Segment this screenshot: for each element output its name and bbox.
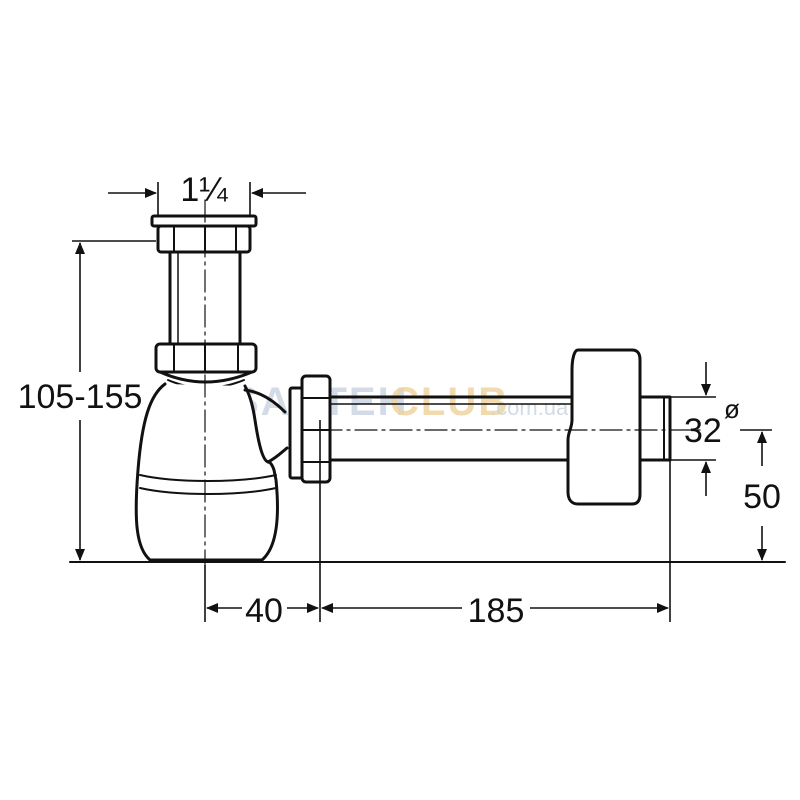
middle-nut xyxy=(154,342,258,389)
watermark-part3: .com.ua xyxy=(490,395,569,420)
wall-rosette xyxy=(566,348,642,506)
watermark-part2: CLUB xyxy=(390,380,509,424)
dim-inlet-thread: 1¼ xyxy=(180,171,228,209)
diameter-symbol: ø xyxy=(724,394,740,424)
vertical-tube xyxy=(168,250,242,348)
dim-outlet-length: 185 xyxy=(468,592,525,630)
side-union-nut xyxy=(288,374,332,484)
bottle-body xyxy=(134,382,289,562)
center-lines xyxy=(204,199,701,566)
dim-outlet-diameter: 32 xyxy=(684,412,722,450)
watermark: SANTEH CLUB .com.ua xyxy=(232,380,569,424)
dim-height-range: 105-155 xyxy=(18,378,143,416)
top-nut xyxy=(150,214,258,254)
dimension-lines xyxy=(72,182,772,622)
pipe-end xyxy=(638,395,672,462)
outlet-pipe xyxy=(328,395,574,462)
dim-trap-to-outlet: 40 xyxy=(245,592,283,630)
dim-outlet-height: 50 xyxy=(743,478,781,516)
